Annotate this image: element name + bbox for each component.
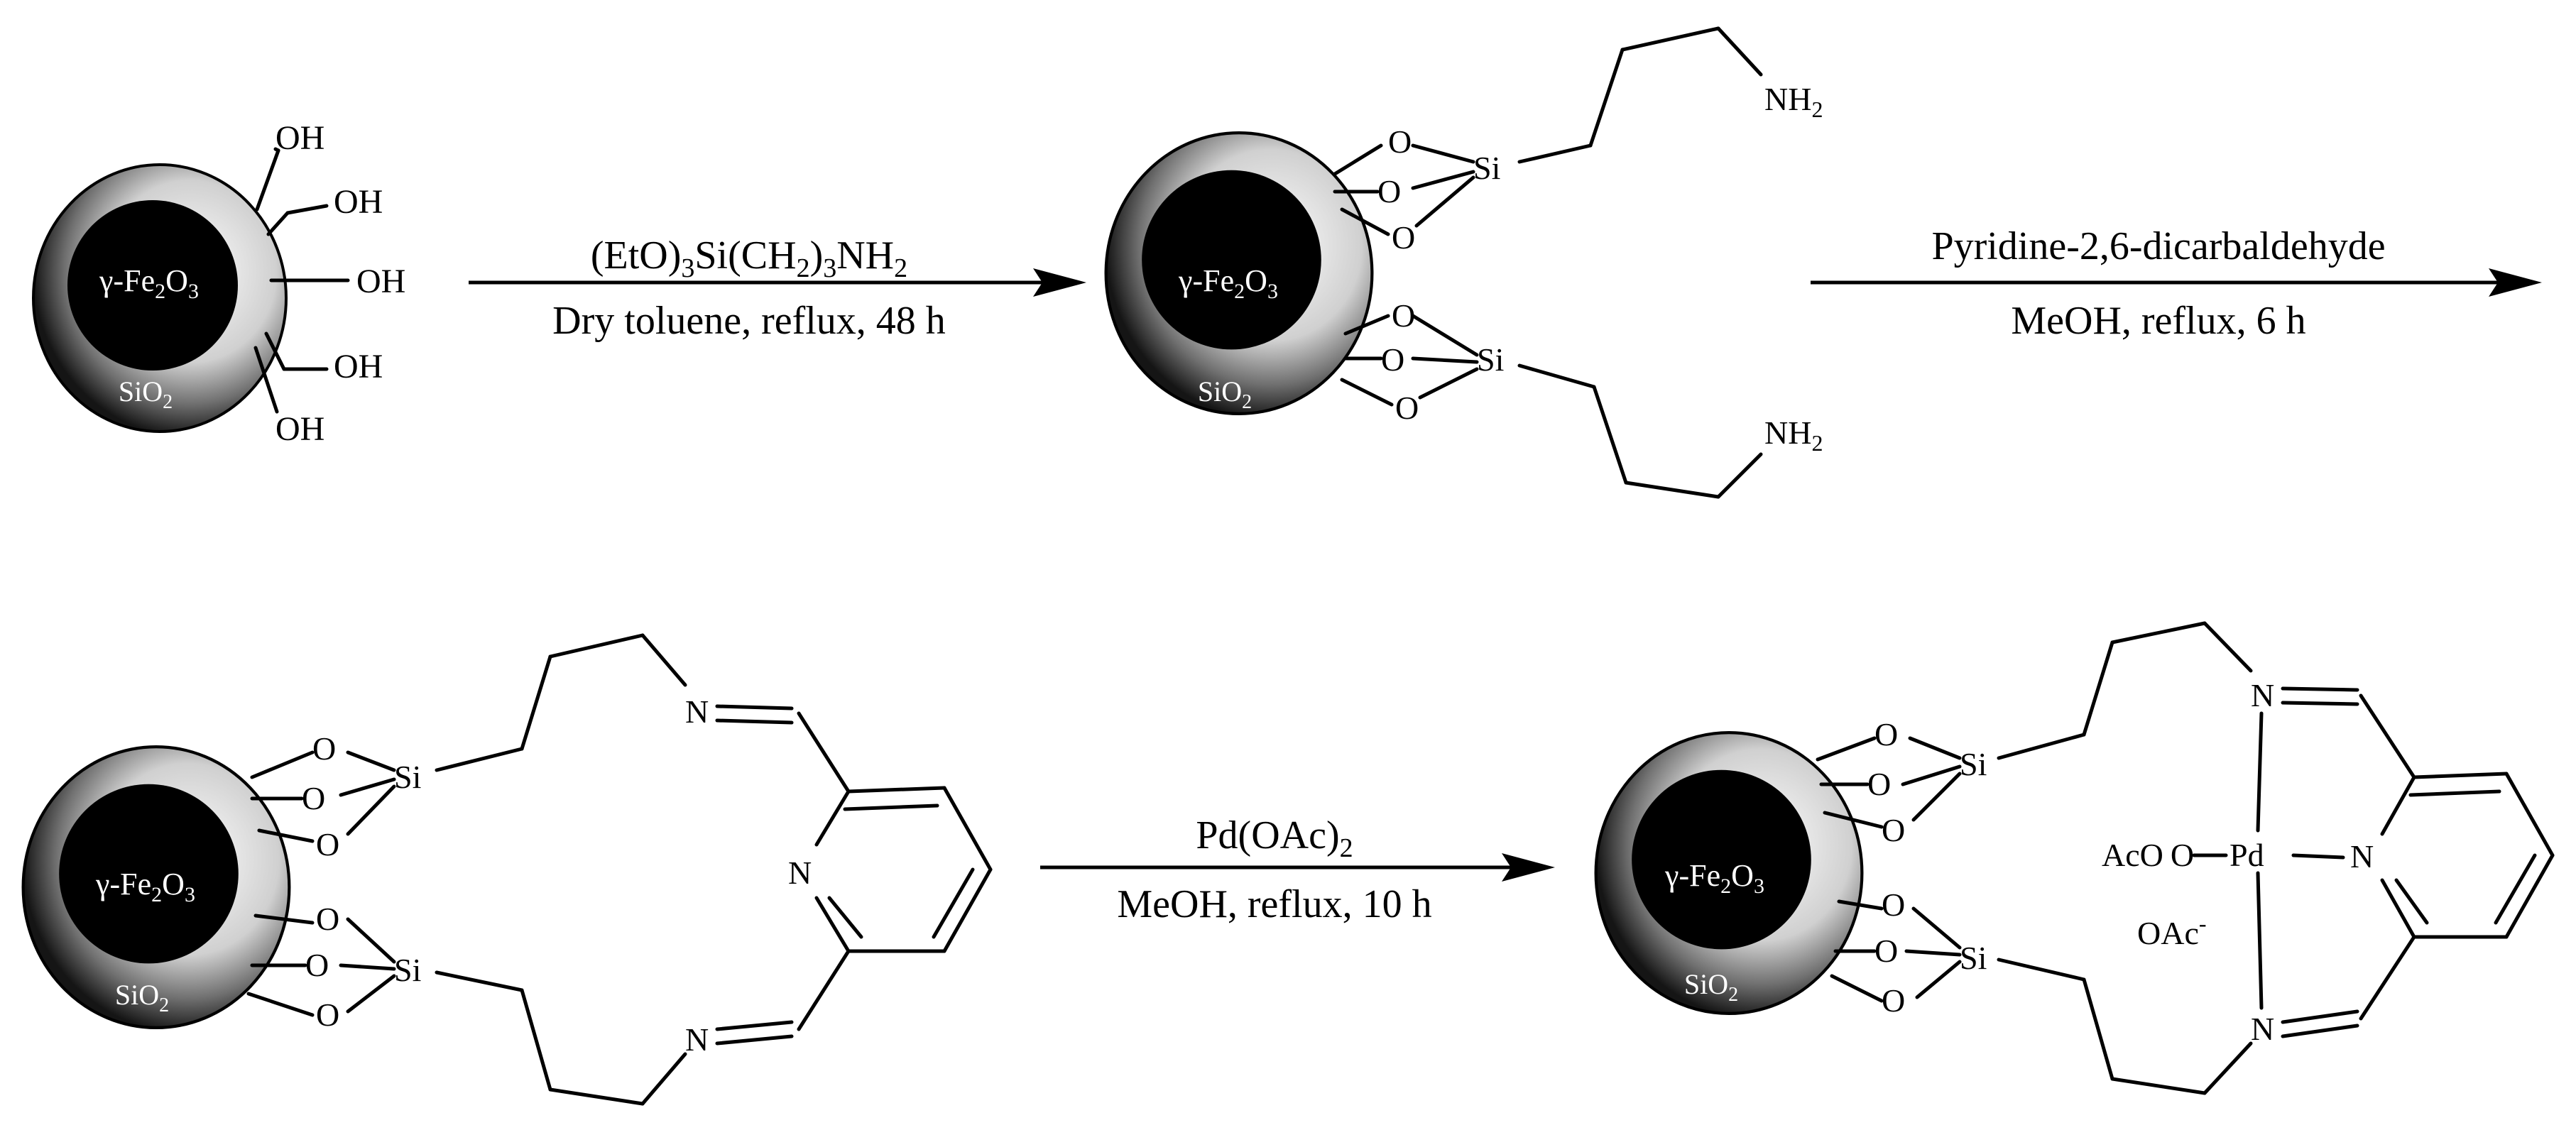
step1-conditions: Dry toluene, reflux, 48 h xyxy=(552,299,946,343)
oxygen-label: O xyxy=(1882,887,1905,923)
nitrogen-label: N xyxy=(788,855,812,891)
oxygen-label: O xyxy=(1388,124,1412,160)
particle-amine: γ-Fe2O3 SiO2 xyxy=(1106,133,1372,414)
oh-label: OH xyxy=(334,183,383,221)
oxygen-label: O xyxy=(1392,219,1415,256)
silane-upper: O O O Si NH2 xyxy=(1333,26,1823,256)
imine-ligand: O O O Si N O O O Si N N xyxy=(246,633,993,1106)
particle-imine: γ-Fe2O3 SiO2 xyxy=(23,747,290,1028)
particle-pd-complex: γ-Fe2O3 SiO2 xyxy=(1596,733,1862,1014)
nitrogen-label: N xyxy=(685,693,709,730)
amine-label: NH2 xyxy=(1764,81,1823,122)
oh-label: OH xyxy=(356,263,405,300)
oxygen-label: O xyxy=(312,730,336,767)
step2-conditions: MeOH, reflux, 6 h xyxy=(2011,299,2305,343)
silicon-label: Si xyxy=(1960,746,1987,782)
oxygen-label: O xyxy=(302,780,325,816)
shell-label: SiO2 xyxy=(119,375,173,413)
oxygen-label: O xyxy=(316,901,339,937)
oxygen-label: O xyxy=(305,947,329,983)
particle-start: γ-Fe2O3 SiO2 xyxy=(32,163,288,433)
oxygen-label: O xyxy=(1377,173,1401,209)
acetate-counterion-label: OAc- xyxy=(2137,911,2207,951)
oxygen-label: O xyxy=(1392,297,1415,334)
oxygen-label: O xyxy=(316,997,339,1033)
nitrogen-label: N xyxy=(2251,1011,2274,1047)
shell-label: SiO2 xyxy=(1684,968,1738,1006)
silicon-label: Si xyxy=(394,759,421,795)
shell-label: SiO2 xyxy=(115,979,169,1016)
step1-reagent: (EtO)3Si(CH2)3NH2 xyxy=(591,234,907,283)
nitrogen-label: N xyxy=(2251,677,2274,713)
palladium-label: Pd xyxy=(2230,837,2264,873)
oxygen-label: O xyxy=(316,826,339,862)
silicon-label: Si xyxy=(394,952,421,988)
oxygen-label: O xyxy=(1874,933,1898,969)
nitrogen-label: N xyxy=(2350,838,2374,874)
oxygen-label: O xyxy=(1381,341,1404,378)
silicon-label: Si xyxy=(1477,341,1504,378)
reaction-arrow-2: Pyridine-2,6-dicarbaldehyde MeOH, reflux… xyxy=(1811,224,2542,343)
amine-label: NH2 xyxy=(1764,415,1823,456)
oxygen-label: O xyxy=(1395,390,1419,426)
oxygen-label: O xyxy=(1874,716,1898,752)
core-label: γ-Fe2O3 xyxy=(1664,858,1764,898)
oh-label: OH xyxy=(275,119,324,157)
core-label: γ-Fe2O3 xyxy=(95,867,195,906)
reaction-arrow-3: Pd(OAc)2 MeOH, reflux, 10 h xyxy=(1040,813,1555,926)
silicon-label: Si xyxy=(1960,940,1987,976)
core-label: γ-Fe2O3 xyxy=(99,263,199,303)
oxygen-label: O xyxy=(1882,982,1905,1019)
step2-reagent: Pyridine-2,6-dicarbaldehyde xyxy=(1931,224,2385,268)
step3-reagent: Pd(OAc)2 xyxy=(1196,813,1353,863)
silicon-label: Si xyxy=(1473,150,1500,186)
shell-label: SiO2 xyxy=(1198,375,1252,413)
pd-ligand: O O O Si N O O O Si N N xyxy=(1816,621,2555,1095)
oh-label: OH xyxy=(334,348,383,385)
oh-label: OH xyxy=(275,410,324,448)
silane-lower: O O O Si NH2 xyxy=(1340,297,1823,499)
hydroxyl-groups: OH OH OH OH OH xyxy=(253,119,405,448)
oxygen-label: O xyxy=(1882,812,1905,848)
nitrogen-label: N xyxy=(685,1021,709,1058)
step3-conditions: MeOH, reflux, 10 h xyxy=(1117,882,1431,926)
core-label: γ-Fe2O3 xyxy=(1178,263,1278,303)
oxygen-label: O xyxy=(1867,766,1891,802)
reaction-arrow-1: (EtO)3Si(CH2)3NH2 Dry toluene, reflux, 4… xyxy=(469,234,1086,343)
